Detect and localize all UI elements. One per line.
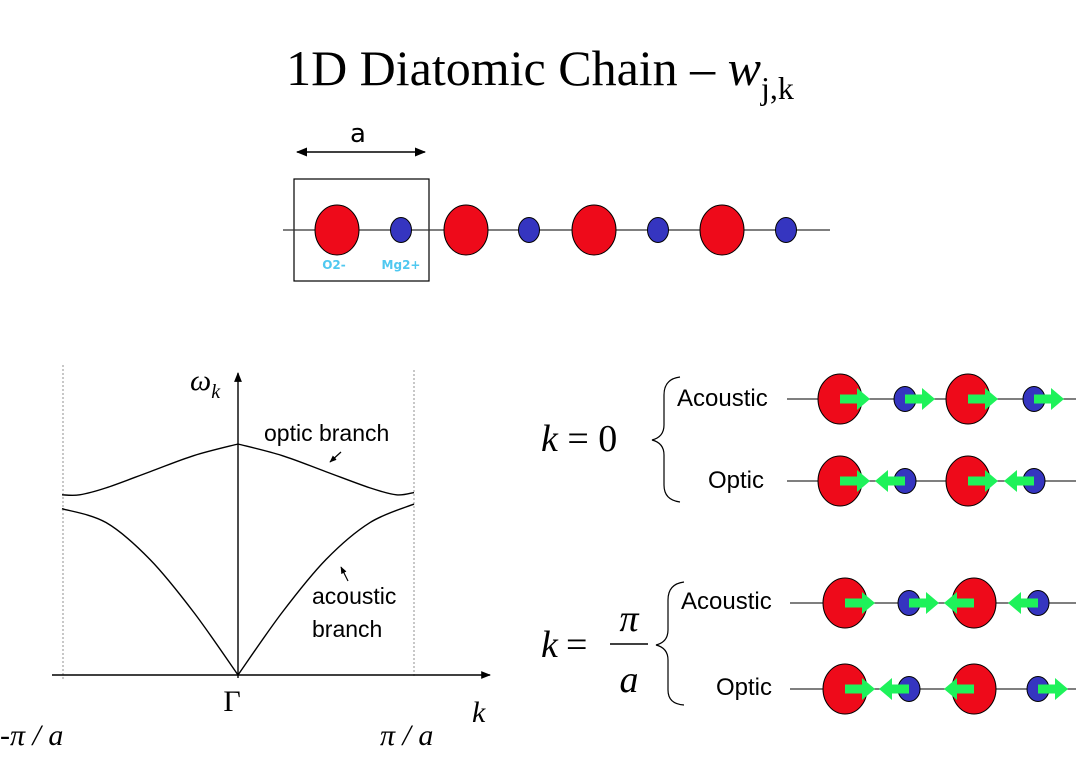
title-main: 1D Diatomic Chain – [286, 40, 728, 96]
mode-kpi: k = π a Acoustic Optic [541, 577, 1076, 715]
displacement-arrow-right-icon [845, 592, 875, 614]
acoustic-branch-label-line1: acoustic [312, 583, 396, 609]
displacement-arrow-right-icon [840, 470, 870, 492]
y-axis-label: ωk [190, 364, 221, 403]
displacement-arrow-left-icon [944, 592, 974, 614]
k0-label: k = 0 [541, 418, 617, 460]
displacement-arrow-right-icon [968, 388, 998, 410]
optic-branch-pointer [329, 451, 342, 463]
oxygen-atom [443, 204, 489, 256]
displacement-arrow-right-icon [845, 678, 875, 700]
k0-brace [651, 376, 681, 503]
lattice-constant-label: a [350, 119, 366, 149]
oxygen-atom [699, 204, 745, 256]
kpi-optic-chain [790, 663, 1076, 715]
x-tick-gamma: Γ [223, 685, 240, 718]
displacement-arrow-right-icon [905, 388, 935, 410]
mode-k0: k = 0 Acoustic Optic [541, 373, 1076, 507]
atom-label-magnesium: Mg2+ [382, 258, 421, 272]
kpi-acoustic-label: Acoustic [681, 588, 772, 615]
displacement-arrow-right-icon [840, 388, 870, 410]
acoustic-branch-pointer [340, 566, 349, 582]
x-tick-neg-zone: -π / a [0, 719, 63, 752]
displacement-arrow-left-icon [879, 678, 909, 700]
magnesium-atom [518, 217, 540, 243]
chain-diagram: a O2- Mg2+ [283, 119, 830, 282]
title-symbol: w [728, 40, 761, 96]
displacement-arrow-left-icon [1008, 592, 1038, 614]
kpi-brace [655, 581, 685, 706]
chain-atoms [314, 204, 797, 256]
x-tick-pos-zone: π / a [380, 719, 433, 752]
displacement-arrow-left-icon [1004, 470, 1034, 492]
slide-title: 1D Diatomic Chain – wj,k [286, 40, 794, 106]
x-axis-label: k [472, 696, 486, 729]
displacement-arrow-right-icon [909, 592, 939, 614]
kpi-label-k: k [541, 624, 559, 666]
displacement-arrow-right-icon [968, 470, 998, 492]
kpi-optic-label: Optic [716, 674, 772, 701]
displacement-arrow-right-icon [1038, 678, 1068, 700]
acoustic-branch-curve [61, 503, 415, 676]
magnesium-atom [647, 217, 669, 243]
svg-text:1D Diatomic Chain – wj,k: 1D Diatomic Chain – wj,k [286, 40, 794, 106]
acoustic-branch-label-line2: branch [312, 616, 382, 642]
k0-optic-chain [787, 455, 1076, 507]
k0-acoustic-label: Acoustic [677, 385, 768, 412]
displacement-arrow-right-icon [1034, 388, 1064, 410]
displacement-arrow-left-icon [875, 470, 905, 492]
magnesium-atom [390, 217, 412, 243]
magnesium-atom [775, 217, 797, 243]
oxygen-atom [314, 204, 360, 256]
title-subscript: j,k [760, 70, 794, 106]
k0-acoustic-chain [787, 373, 1076, 425]
atom-label-oxygen: O2- [322, 258, 346, 272]
oxygen-atom [571, 204, 617, 256]
kpi-acoustic-chain [790, 577, 1076, 629]
displacement-arrow-left-icon [944, 678, 974, 700]
kpi-label-equals: = [566, 624, 587, 666]
dispersion-chart: ωk k -π / a Γ π / a optic branch acousti… [0, 364, 491, 752]
optic-branch-label: optic branch [264, 420, 389, 446]
k0-optic-label: Optic [708, 467, 764, 494]
kpi-label-denominator: a [620, 659, 639, 701]
optic-branch-curve [61, 443, 415, 497]
kpi-label-numerator: π [619, 598, 639, 640]
